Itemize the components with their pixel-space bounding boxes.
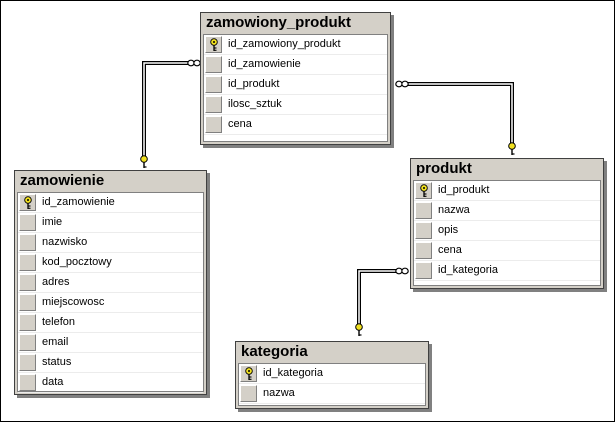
column-row[interactable]: data [18, 373, 203, 393]
row-selector[interactable] [415, 182, 432, 199]
row-selector[interactable] [19, 214, 36, 231]
column-row[interactable]: id_produkt [414, 181, 600, 201]
column-name: imie [42, 216, 63, 228]
column-name: ilosc_sztuk [228, 98, 282, 110]
infinity-icon [395, 80, 409, 88]
column-name: opis [438, 224, 459, 236]
column-row[interactable]: ilosc_sztuk [204, 95, 387, 115]
row-selector[interactable] [205, 96, 222, 113]
column-name: miejscowosc [42, 296, 105, 308]
column-list: id_zamowienie imie nazwisko kod_pocztowy… [17, 192, 204, 393]
column-row[interactable]: email [18, 333, 203, 353]
row-selector[interactable] [240, 365, 257, 382]
row-selector[interactable] [415, 202, 432, 219]
column-row[interactable]: id_kategoria [239, 364, 425, 384]
key-icon [245, 367, 253, 380]
infinity-icon [395, 267, 409, 275]
column-row[interactable]: telefon [18, 313, 203, 333]
column-name: cena [228, 118, 252, 130]
key-icon [210, 38, 218, 51]
table-kategoria[interactable]: kategoria id_kategoria nazwa [235, 341, 429, 409]
row-selector[interactable] [19, 334, 36, 351]
table-produkt[interactable]: produkt id_produkt nazwa [410, 158, 604, 289]
row-selector[interactable] [19, 314, 36, 331]
column-name: cena [438, 244, 462, 256]
infinity-icon [187, 59, 201, 67]
relationship-kategoria-produkt[interactable] [357, 269, 399, 328]
row-selector[interactable] [205, 36, 222, 53]
key-icon [508, 142, 516, 155]
column-name: status [42, 356, 72, 368]
row-selector[interactable] [205, 116, 222, 133]
column-row[interactable]: id_produkt [204, 75, 387, 95]
column-name: id_zamowiony_produkt [228, 38, 341, 50]
row-selector[interactable] [19, 294, 36, 311]
table-zamowiony_produkt[interactable]: zamowiony_produkt id_zamowiony_produkt i… [200, 12, 391, 145]
key-icon [355, 323, 363, 336]
column-list: id_kategoria nazwa [238, 363, 426, 406]
key-icon [420, 184, 428, 197]
table-title: produkt [416, 160, 472, 177]
column-name: adres [42, 276, 70, 288]
column-name: email [42, 336, 69, 348]
column-name: id_produkt [438, 184, 490, 196]
row-selector[interactable] [19, 254, 36, 271]
column-row[interactable]: nazwa [239, 384, 425, 404]
row-selector[interactable] [415, 242, 432, 259]
column-row[interactable]: imie [18, 213, 203, 233]
row-selector[interactable] [19, 374, 36, 391]
table-title: zamowienie [20, 172, 105, 189]
row-selector[interactable] [19, 354, 36, 371]
relationship-produkt-zamowiony_produkt[interactable] [399, 82, 514, 147]
row-selector[interactable] [19, 234, 36, 251]
column-row[interactable]: id_zamowienie [204, 55, 387, 75]
relationship-zamowienie-zamowiony_produkt[interactable] [142, 61, 191, 156]
column-name: telefon [42, 316, 76, 328]
column-row[interactable]: id_zamowienie [18, 193, 203, 213]
column-list: id_zamowiony_produkt id_zamowienie id_pr… [203, 34, 388, 142]
column-row[interactable]: miejscowosc [18, 293, 203, 313]
column-row[interactable]: opis [414, 221, 600, 241]
column-row[interactable]: id_zamowiony_produkt [204, 35, 387, 55]
column-row[interactable]: status [18, 353, 203, 373]
column-row[interactable]: nazwisko [18, 233, 203, 253]
column-name: nazwa [438, 204, 470, 216]
table-title: zamowiony_produkt [206, 14, 352, 31]
column-name: id_kategoria [438, 264, 498, 276]
row-selector[interactable] [415, 262, 432, 279]
column-name: data [42, 376, 64, 388]
column-list: id_produkt nazwa opis cena id_kategoria [413, 180, 601, 286]
column-name: id_kategoria [263, 367, 323, 379]
table-zamowienie[interactable]: zamowienie id_zamowienie imie [14, 170, 207, 395]
column-name: kod_pocztowy [42, 256, 112, 268]
column-row[interactable]: adres [18, 273, 203, 293]
column-name: nazwisko [42, 236, 88, 248]
column-row[interactable]: cena [414, 241, 600, 261]
column-name: nazwa [263, 387, 295, 399]
column-row[interactable]: cena [204, 115, 387, 135]
row-selector[interactable] [240, 385, 257, 402]
key-icon [140, 155, 148, 168]
column-row[interactable]: nazwa [414, 201, 600, 221]
row-selector[interactable] [415, 222, 432, 239]
column-row[interactable]: id_kategoria [414, 261, 600, 281]
key-icon [24, 196, 32, 209]
table-title: kategoria [241, 343, 308, 360]
column-name: id_produkt [228, 78, 280, 90]
row-selector[interactable] [19, 274, 36, 291]
row-selector[interactable] [19, 194, 36, 211]
column-name: id_zamowienie [42, 196, 115, 208]
row-selector[interactable] [205, 56, 222, 73]
row-selector[interactable] [205, 76, 222, 93]
column-name: id_zamowienie [228, 58, 301, 70]
column-row[interactable]: kod_pocztowy [18, 253, 203, 273]
